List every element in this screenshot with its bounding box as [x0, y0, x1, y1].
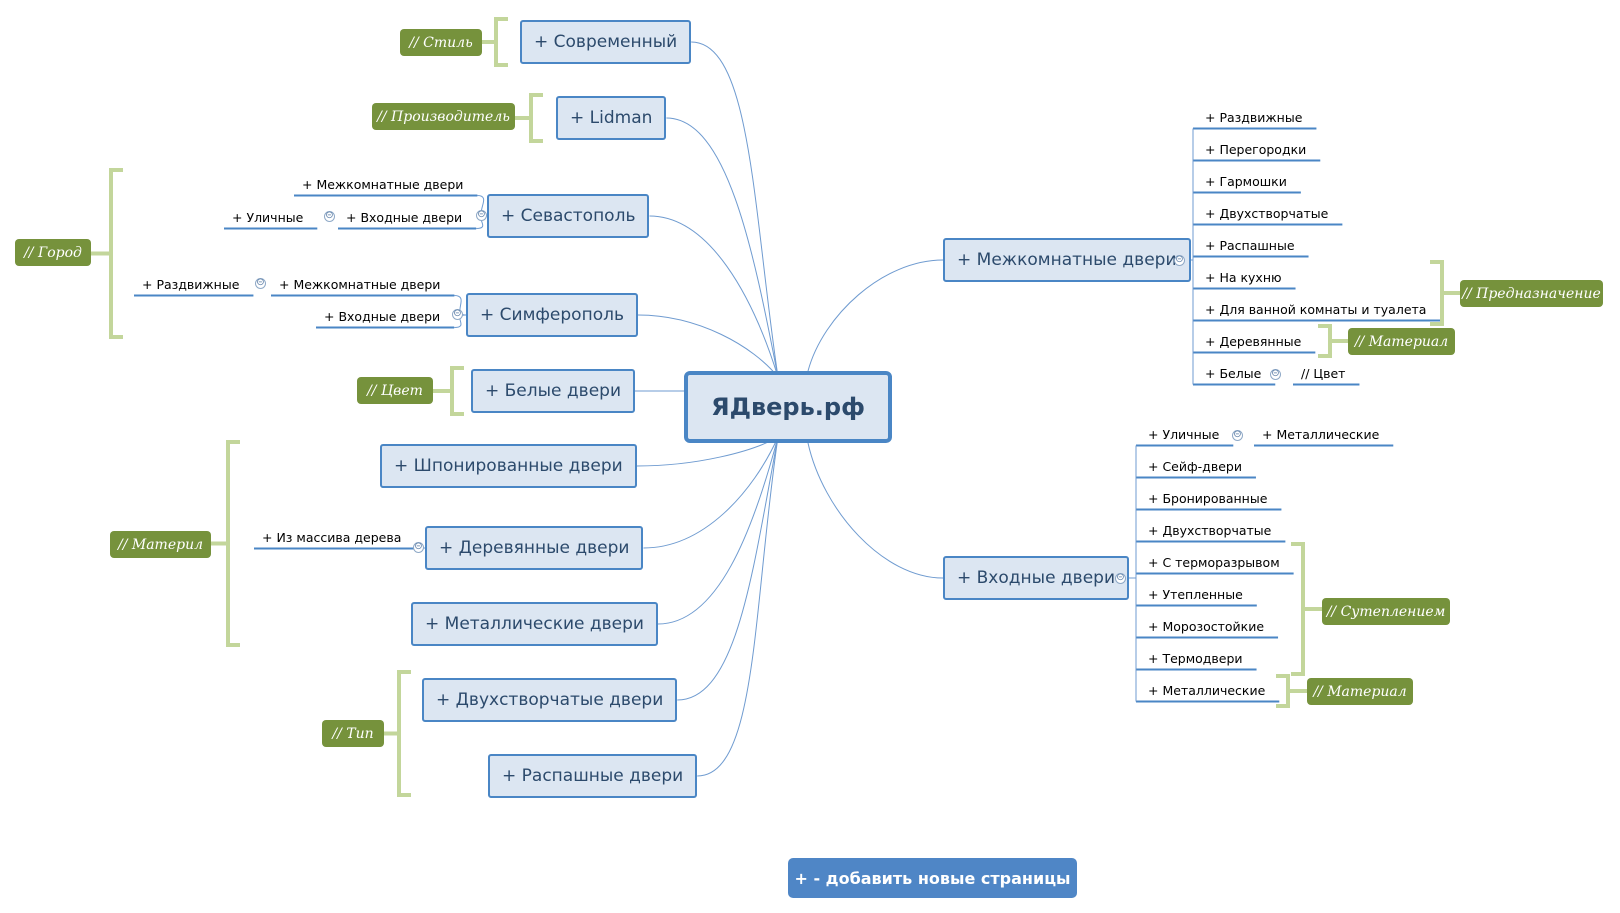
leaf-simf-interior[interactable]: + Межкомнатные двери	[279, 277, 441, 292]
note-color[interactable]: // Цвет	[357, 377, 433, 404]
connector-topic-sevastopol	[649, 215, 779, 378]
leaf-solid-wood[interactable]: + Из массива дерева	[262, 530, 402, 545]
leaf-entrance-metal[interactable]: + Металлические	[1148, 683, 1266, 698]
connector-topic-swing-doors	[697, 436, 779, 777]
leaf-simf-entrance[interactable]: + Входные двери	[324, 309, 441, 324]
leaf-interior-kitchen[interactable]: + На кухню	[1205, 270, 1282, 285]
bracket-note-insulation	[1291, 542, 1322, 676]
note-style[interactable]: // Стиль	[400, 29, 482, 56]
note-city[interactable]: // Город	[15, 239, 91, 266]
connector-topic-lidman	[666, 117, 779, 378]
leaf-entrance-frost[interactable]: + Морозостойкие	[1148, 619, 1265, 634]
root-node[interactable]: ЯДверь.рф	[684, 371, 892, 443]
bracket-note-city	[91, 168, 123, 339]
leaf-entrance-thermodoors[interactable]: + Термодвери	[1148, 651, 1243, 666]
connector-topic-simferopol	[637, 314, 779, 378]
leaf-interior-accordion[interactable]: + Гармошки	[1205, 174, 1287, 189]
topic-wooden-doors[interactable]: + Деревянные двери	[425, 526, 644, 570]
topic-sovremenny[interactable]: + Современный	[520, 20, 692, 64]
bracket-note-material-interior	[1318, 324, 1348, 358]
collapse-toggle-simferopol[interactable]: ⊝	[452, 308, 463, 320]
connector-topic-double-doors	[677, 436, 779, 701]
collapse-toggle-interior[interactable]: ⊝	[1174, 254, 1185, 266]
collapse-toggle-wooden[interactable]: ⊝	[413, 541, 424, 553]
leaf-entrance-insulated[interactable]: + Утепленные	[1148, 587, 1243, 602]
note-manufacturer[interactable]: // Производитель	[372, 103, 515, 130]
topic-entrance-doors[interactable]: + Входные двери	[943, 556, 1129, 600]
topic-white-doors[interactable]: + Белые двери	[471, 369, 635, 413]
topic-simferopol[interactable]: + Симферополь	[466, 293, 638, 337]
leaf-interior-wooden[interactable]: + Деревянные	[1205, 334, 1302, 349]
note-type[interactable]: // Тип	[322, 720, 384, 747]
leaf-entrance-thermal-break[interactable]: + С терморазрывом	[1148, 555, 1280, 570]
leaf-interior-bathroom[interactable]: + Для ванной комнаты и туалета	[1205, 302, 1427, 317]
bracket-note-color	[433, 366, 464, 416]
connector-topic-entrance-doors	[807, 442, 944, 579]
leaf-sev-street[interactable]: + Уличные	[232, 210, 304, 225]
topic-interior-doors[interactable]: + Межкомнатные двери	[943, 238, 1191, 282]
connector-topic-interior-doors	[807, 259, 944, 372]
link-leaf-simf-interior	[454, 295, 467, 316]
leaf-entrance-armored[interactable]: + Бронированные	[1148, 491, 1268, 506]
bracket-note-type	[384, 670, 411, 797]
leaf-interior-sliding[interactable]: + Раздвижные	[1205, 110, 1303, 125]
collapse-toggle-sevastopol[interactable]: ⊝	[476, 209, 487, 221]
note-material-entrance[interactable]: // Материал	[1307, 678, 1413, 705]
collapse-toggle-sev-entrance[interactable]: ⊝	[324, 210, 335, 222]
bracket-note-style	[482, 17, 508, 67]
note-insulation[interactable]: // Сутеплением	[1322, 598, 1450, 625]
leaf-interior-swing[interactable]: + Распашные	[1205, 238, 1295, 253]
bracket-note-material-entrance	[1276, 674, 1307, 708]
collapse-toggle-entrance[interactable]: ⊝	[1115, 572, 1126, 584]
collapse-toggle-interior-white[interactable]: ⊝	[1270, 368, 1281, 380]
bracket-note-purpose	[1430, 260, 1460, 326]
leaf-sev-interior[interactable]: + Межкомнатные двери	[302, 177, 464, 192]
leaf-interior-color[interactable]: // Цвет	[1301, 366, 1346, 381]
topic-metal-doors[interactable]: + Металлические двери	[411, 602, 658, 646]
topic-veneered-doors[interactable]: + Шпонированные двери	[380, 444, 637, 488]
leaf-sev-entrance[interactable]: + Входные двери	[346, 210, 463, 225]
leaf-simf-sliding[interactable]: + Раздвижные	[142, 277, 240, 292]
connector-topic-sovremenny	[691, 41, 779, 378]
note-purpose[interactable]: // Предназначение	[1460, 280, 1603, 307]
connector-topic-metal-doors	[657, 436, 779, 625]
topic-sevastopol[interactable]: + Севастополь	[487, 194, 650, 238]
topic-swing-doors[interactable]: + Распашные двери	[488, 754, 698, 798]
leaf-entrance-street-metal[interactable]: + Металлические	[1262, 427, 1380, 442]
add-new-pages-button[interactable]: + - добавить новые страницы	[788, 858, 1077, 898]
collapse-toggle-simf-interior[interactable]: ⊝	[255, 277, 266, 289]
connector-topic-wooden-doors	[643, 436, 779, 549]
note-material-interior[interactable]: // Материал	[1348, 328, 1455, 355]
leaf-interior-partitions[interactable]: + Перегородки	[1205, 142, 1307, 157]
leaf-interior-double[interactable]: + Двухстворчатые	[1205, 206, 1329, 221]
collapse-toggle-entrance-street[interactable]: ⊝	[1232, 429, 1243, 441]
leaf-interior-white[interactable]: + Белые	[1205, 366, 1262, 381]
leaf-entrance-street[interactable]: + Уличные	[1148, 427, 1220, 442]
leaf-entrance-safe[interactable]: + Сейф-двери	[1148, 459, 1242, 474]
topic-double-doors[interactable]: + Двухстворчатые двери	[422, 678, 678, 722]
bracket-note-material-left	[211, 440, 240, 647]
link-leaf-simf-entrance	[454, 314, 467, 328]
topic-lidman[interactable]: + Lidman	[556, 96, 667, 140]
bracket-note-manufacturer	[515, 93, 543, 143]
note-material-left[interactable]: // Материл	[110, 531, 211, 558]
leaf-entrance-double[interactable]: + Двухстворчатые	[1148, 523, 1272, 538]
